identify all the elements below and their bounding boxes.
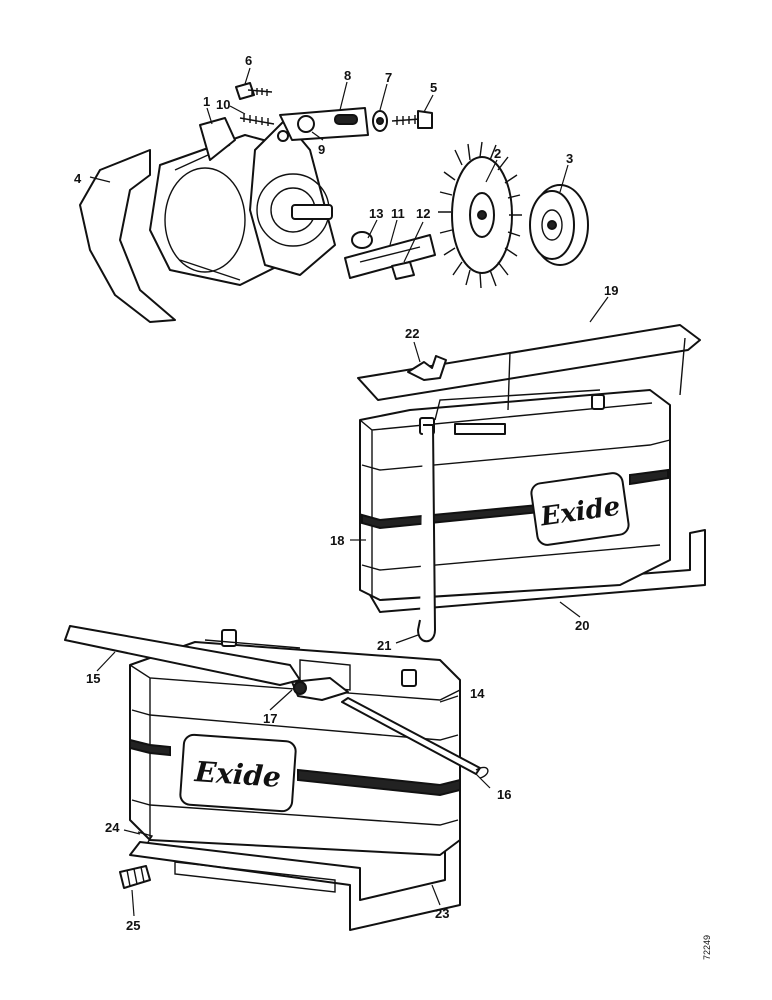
callout-11: 11 [391, 206, 405, 221]
bolt-9 [297, 115, 315, 133]
upper-battery-assembly: Exide [357, 324, 706, 643]
clamp-rod-21 [417, 424, 436, 643]
brand-panel-upper [530, 472, 630, 546]
slotted-link-assembly [344, 231, 436, 280]
callout-2: 2 [494, 146, 501, 161]
callout-21: 21 [377, 638, 391, 653]
nut-24 [137, 831, 154, 843]
callout-22: 22 [405, 326, 419, 341]
callout-14: 14 [470, 686, 485, 701]
alternator-assembly [79, 117, 336, 323]
callout-1: 1 [203, 94, 210, 109]
brand-label-lower: Exide [193, 755, 282, 794]
callout-23: 23 [435, 906, 449, 921]
callout-16: 16 [497, 787, 511, 802]
callout-18: 18 [330, 533, 344, 548]
bolt-6 [235, 82, 255, 100]
clamp-bar-15 [64, 625, 301, 686]
leader-lines [89, 67, 609, 917]
cooling-fan [438, 141, 522, 289]
callout-3: 3 [566, 151, 573, 166]
lower-battery-assembly: Exide [64, 625, 489, 931]
callout-12: 12 [416, 206, 430, 221]
bolt-12 [391, 261, 415, 280]
callout-20: 20 [575, 618, 589, 633]
callout-17: 17 [263, 711, 277, 726]
alternator-shield [79, 149, 176, 323]
slotted-link [344, 234, 436, 279]
callout-7: 7 [385, 70, 392, 85]
bolt-10 [239, 114, 275, 126]
callout-13: 13 [369, 206, 383, 221]
bolt-5 [391, 115, 421, 125]
callout-10: 10 [216, 97, 230, 112]
adjusting-link-assembly [235, 82, 433, 141]
callout-15: 15 [86, 671, 100, 686]
battery-frame-19 [357, 324, 701, 401]
pulley [529, 184, 589, 266]
callout-5: 5 [430, 80, 437, 95]
alternator-bracket [199, 117, 236, 161]
callout-24: 24 [105, 820, 120, 835]
wing-nut-22 [407, 355, 447, 381]
callout-4: 4 [74, 171, 82, 186]
battery-case-upper [359, 389, 671, 601]
callout-labels: 1 2 3 4 5 6 7 8 9 10 11 12 13 14 15 16 1… [74, 53, 618, 933]
callout-19: 19 [604, 283, 618, 298]
brand-panel-lower [179, 733, 297, 813]
callout-9: 9 [318, 142, 325, 157]
callout-25: 25 [126, 918, 140, 933]
spacer-13 [351, 231, 373, 249]
callout-8: 8 [344, 68, 351, 83]
reference-code: 72249 [702, 935, 712, 960]
alternator-shaft [291, 204, 333, 220]
callout-6: 6 [245, 53, 252, 68]
